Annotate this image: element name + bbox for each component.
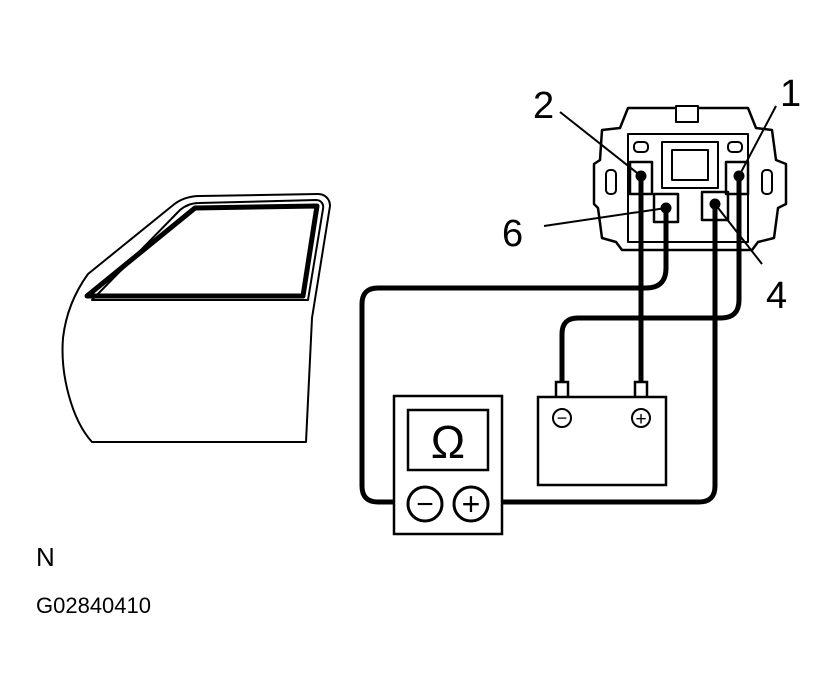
ohmmeter-negative-jack: [406, 485, 444, 523]
wire-terminal-4-to-ohmmeter-positive: [487, 201, 718, 505]
ohmmeter: Ω − +: [392, 394, 504, 536]
ohmmeter-negative-label: −: [416, 488, 434, 521]
wire-terminal-1-to-battery-negative: [559, 173, 742, 387]
battery-negative-marker: [552, 408, 572, 428]
battery-positive-label: +: [635, 409, 646, 430]
wires: [359, 173, 742, 505]
ohmmeter-positive-jack: [452, 485, 490, 523]
leader-terminal-4: [714, 203, 763, 265]
ohmmeter-display: [406, 408, 490, 472]
door-outline: [61, 193, 331, 443]
door-window-outer: [91, 199, 325, 301]
callout-terminal-6: 6: [502, 213, 523, 255]
callout-terminal-4: 4: [766, 275, 787, 317]
switch-connector: [592, 105, 788, 252]
callout-terminal-1: 1: [780, 73, 801, 115]
battery-positive-marker: [631, 408, 651, 428]
ohmmeter-symbol: Ω: [431, 416, 465, 468]
leader-terminal-6: [543, 207, 667, 227]
leader-terminal-1: [738, 105, 777, 177]
connector-right-rib: [761, 169, 773, 195]
leader-terminal-2: [559, 111, 642, 177]
callout-terminal-2: 2: [533, 85, 554, 127]
figure-code: G02840410: [36, 593, 151, 618]
door-illustration: [61, 193, 331, 443]
callout-leaders: [543, 105, 777, 265]
connector-left-rib: [605, 169, 617, 195]
connector-right-slot-top: [727, 141, 743, 153]
connector-inner-frame: [627, 133, 749, 243]
ohmmeter-positive-label: +: [462, 486, 481, 522]
battery-negative-post: [554, 380, 570, 400]
view-letter: N: [36, 542, 55, 572]
door-window-inner: [84, 203, 320, 299]
battery-positive-post: [633, 380, 649, 400]
connector-center-block: [661, 141, 719, 189]
connector-latch: [675, 105, 699, 123]
wire-terminal-6-to-ohmmeter-negative: [359, 205, 669, 505]
connector-left-slot-top: [633, 141, 649, 153]
battery-negative-label: −: [557, 408, 568, 428]
battery: − +: [536, 380, 668, 487]
battery-case: [536, 395, 668, 487]
